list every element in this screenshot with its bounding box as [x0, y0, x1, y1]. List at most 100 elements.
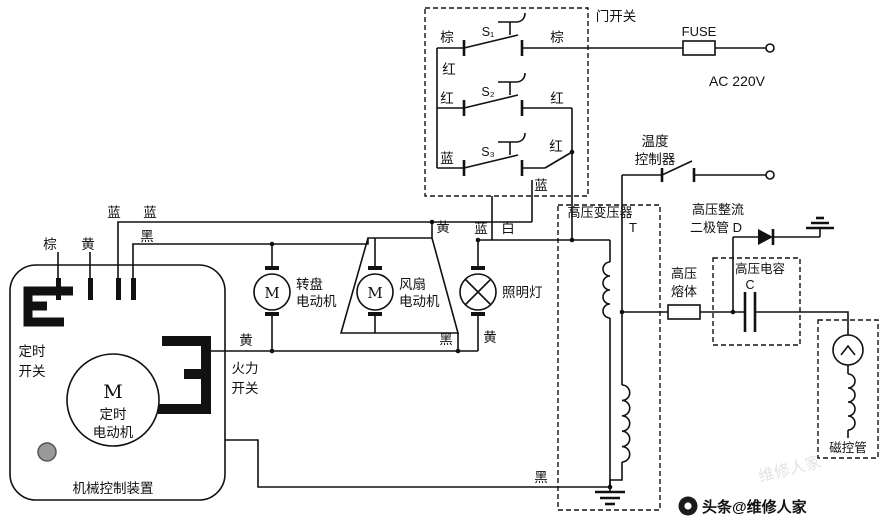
fan-motor-label: 电动机 [399, 294, 440, 309]
fuse-label: FUSE [682, 24, 717, 39]
fan-motor-m: M [367, 284, 382, 302]
wire-label-white: 白 [501, 221, 515, 236]
wire-label-red: 红 [549, 139, 563, 154]
hv-transformer-box [557, 204, 661, 511]
wire-label-yellow: 黄 [239, 333, 253, 348]
mains-group: FUSE AC 220V [682, 24, 775, 89]
ground-icon [806, 216, 834, 230]
motor-terminal-icon [265, 312, 279, 316]
terminal-icon [765, 43, 775, 53]
power-cam-contact-icon [158, 336, 211, 414]
temp-controller-label: 温度 [642, 134, 669, 149]
lamp-terminal-icon [471, 312, 485, 316]
timer-cam-contact-icon [23, 286, 73, 327]
wire-label-yellow: 黄 [81, 237, 95, 252]
wire-label-black: 黑 [439, 332, 453, 347]
lamp-icon [459, 273, 497, 311]
watermark-group: 维修人家 头条@维修人家 [678, 453, 823, 516]
turntable-motor-m: M [264, 284, 279, 302]
hv-fuse-label: 高压 [671, 266, 697, 281]
hv-fuse-label: 熔体 [671, 284, 697, 299]
hv-transformer-group: 高压变压器 T [567, 175, 637, 506]
magnetron-cathode-icon [840, 344, 856, 356]
watermark-text: 头条@维修人家 [702, 498, 807, 516]
hv-fuse-icon [667, 304, 701, 320]
switch-s3-label: S₃ [481, 145, 494, 159]
hv-rectifier-label: 高压整流 [692, 202, 744, 217]
wire-label-red: 红 [550, 91, 564, 106]
mechanical-control-label: 机械控制装置 [73, 481, 154, 496]
lamp-terminal-icon [471, 266, 485, 270]
terminal-bar-icon [88, 278, 93, 300]
ground-icon [595, 490, 625, 506]
wire-label-brown: 棕 [43, 237, 57, 252]
capacitor-c-label: C [745, 278, 754, 292]
motor-terminal-icon [265, 266, 279, 270]
magnetron-label: 磁控管 [829, 440, 867, 455]
cam-follower-icon [37, 442, 57, 462]
timer-motor-icon [66, 353, 160, 447]
door-switch-box [424, 7, 589, 197]
magnetron-tube-icon [832, 334, 864, 366]
timer-motor-m: M [103, 381, 122, 403]
temp-controller-label: 控制器 [635, 152, 676, 167]
faint-watermark: 维修人家 [757, 453, 823, 486]
ac-voltage-label: AC 220V [709, 73, 766, 89]
wire-label-yellow: 黄 [436, 220, 450, 235]
wire-label-blue: 蓝 [107, 205, 121, 220]
fuse-icon [682, 40, 716, 56]
timer-motor-label: 定时 [100, 407, 127, 422]
switch-lever-icon [463, 94, 519, 109]
timer-motor-label: 电动机 [93, 425, 134, 440]
wire-label-black: 黑 [140, 229, 154, 244]
wire-label-blue: 蓝 [440, 151, 454, 166]
power-switch-label: 开关 [232, 381, 259, 396]
wire-label-yellow: 黄 [483, 330, 497, 345]
fan-motor-label: 风扇 [399, 277, 426, 292]
door-actuator-icon [498, 132, 526, 143]
loads-group: M 转盘 电动机 M 风扇 电动机 照明灯 [253, 222, 543, 351]
switch-lever-icon [463, 154, 519, 169]
magnetron-filament-coil-icon [847, 373, 856, 431]
door-switch-title: 门开关 [596, 9, 637, 24]
turntable-motor-label: 电动机 [296, 294, 337, 309]
hv-capacitor-label: 高压电容 [735, 261, 785, 276]
diode-icon [758, 229, 773, 245]
secondary-coil-icon [621, 384, 631, 463]
fan-motor-icon [356, 273, 394, 311]
switch-s2-label: S₂ [481, 85, 494, 99]
terminal-bar-icon [116, 278, 121, 300]
motor-terminal-icon [368, 312, 382, 316]
magnetron-box [817, 319, 879, 459]
lamp-label: 照明灯 [502, 285, 543, 300]
timer-switch-label: 开关 [19, 364, 46, 379]
turntable-motor-icon [253, 273, 291, 311]
wire-label-blue: 蓝 [534, 178, 548, 193]
magnetron-group: 磁控管 [829, 334, 867, 455]
switch-lever-icon [463, 34, 519, 49]
switch-lever-icon [661, 160, 693, 176]
door-actuator-icon [498, 12, 526, 23]
wire-label-brown: 棕 [440, 30, 454, 45]
wire-label-red: 红 [442, 62, 456, 77]
turntable-motor-label: 转盘 [296, 276, 323, 292]
temperature-controller-group: 温度 控制器 [622, 134, 775, 182]
watermark-logo-icon [684, 502, 692, 510]
timer-switch-label: 定时 [19, 344, 46, 359]
door-switch-group: 门开关 S₁ 棕 棕 红 S₂ 红 红 S₃ [436, 9, 683, 222]
hv-rectifier-label: 二极管 D [690, 220, 742, 235]
wire-label-red: 红 [440, 91, 454, 106]
hv-section-group: 高压 熔体 高压电容 C 高压整流 二极管 D [622, 202, 849, 335]
door-actuator-icon [498, 72, 526, 83]
wire-label-blue: 蓝 [474, 221, 488, 236]
motor-terminal-icon [368, 266, 382, 270]
hv-capacitor-box [712, 257, 801, 346]
wiring-group: 棕 黄 蓝 蓝 黑 白 蓝 黄 黄 黑 黄 黑 [43, 196, 613, 490]
mechanical-control-group: 定时 开关 M 定时 电动机 机械控制装置 火力 开关 [9, 264, 259, 501]
switch-s1-label: S₁ [482, 25, 495, 39]
power-switch-label: 火力 [232, 361, 259, 376]
wire-label-black: 黑 [534, 470, 548, 485]
hv-transformer-label: 高压变压器 [567, 205, 632, 220]
